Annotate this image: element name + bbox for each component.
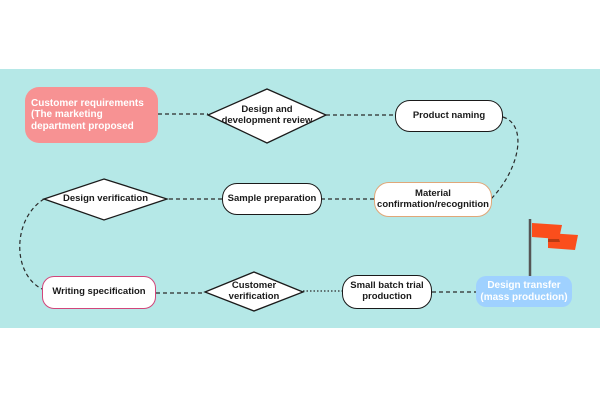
node-design-transfer-label: Design transfer (mass production) [480,280,568,303]
node-material-confirmation: Material confirmation/recognition [374,182,492,217]
node-product-naming: Product naming [395,100,503,132]
diamond-shape-review [206,88,328,144]
node-customer-verification: Customer verification [205,272,303,311]
node-small-batch-trial: Small batch trial production [342,275,432,309]
node-design-transfer: Design transfer (mass production) [476,276,572,307]
node-design-verification-label: Design verification [63,193,148,205]
diamond-shape-verification [41,178,170,221]
node-sample-preparation: Sample preparation [222,183,322,215]
flowchart-canvas: Customer requirements (The marketing dep… [0,69,600,328]
node-design-development-review: Design and development review [208,89,326,143]
node-writing-specification: Writing specification [42,276,156,309]
node-design-verification: Design verification [44,179,167,220]
node-design-development-review-label: Design and development review [221,104,313,126]
connector-layer [19,88,578,312]
node-writing-specification-label: Writing specification [52,286,146,298]
diamond-shape-customer [203,271,305,312]
connector-verification-to-writing [19,198,45,290]
node-customer-requirements: Customer requirements (The marketing dep… [25,87,158,143]
node-product-naming-label: Product naming [412,109,486,121]
flag-icon [528,219,578,306]
node-customer-verification-label: Customer verification [228,279,280,302]
node-material-confirmation-label: Material confirmation/recognition [377,187,489,210]
connector-naming-to-material [490,116,519,200]
node-customer-requirements-label: Customer requirements (The marketing dep… [31,97,144,132]
node-sample-preparation-label: Sample preparation [227,192,317,204]
node-small-batch-trial-label: Small batch trial production [350,280,424,302]
